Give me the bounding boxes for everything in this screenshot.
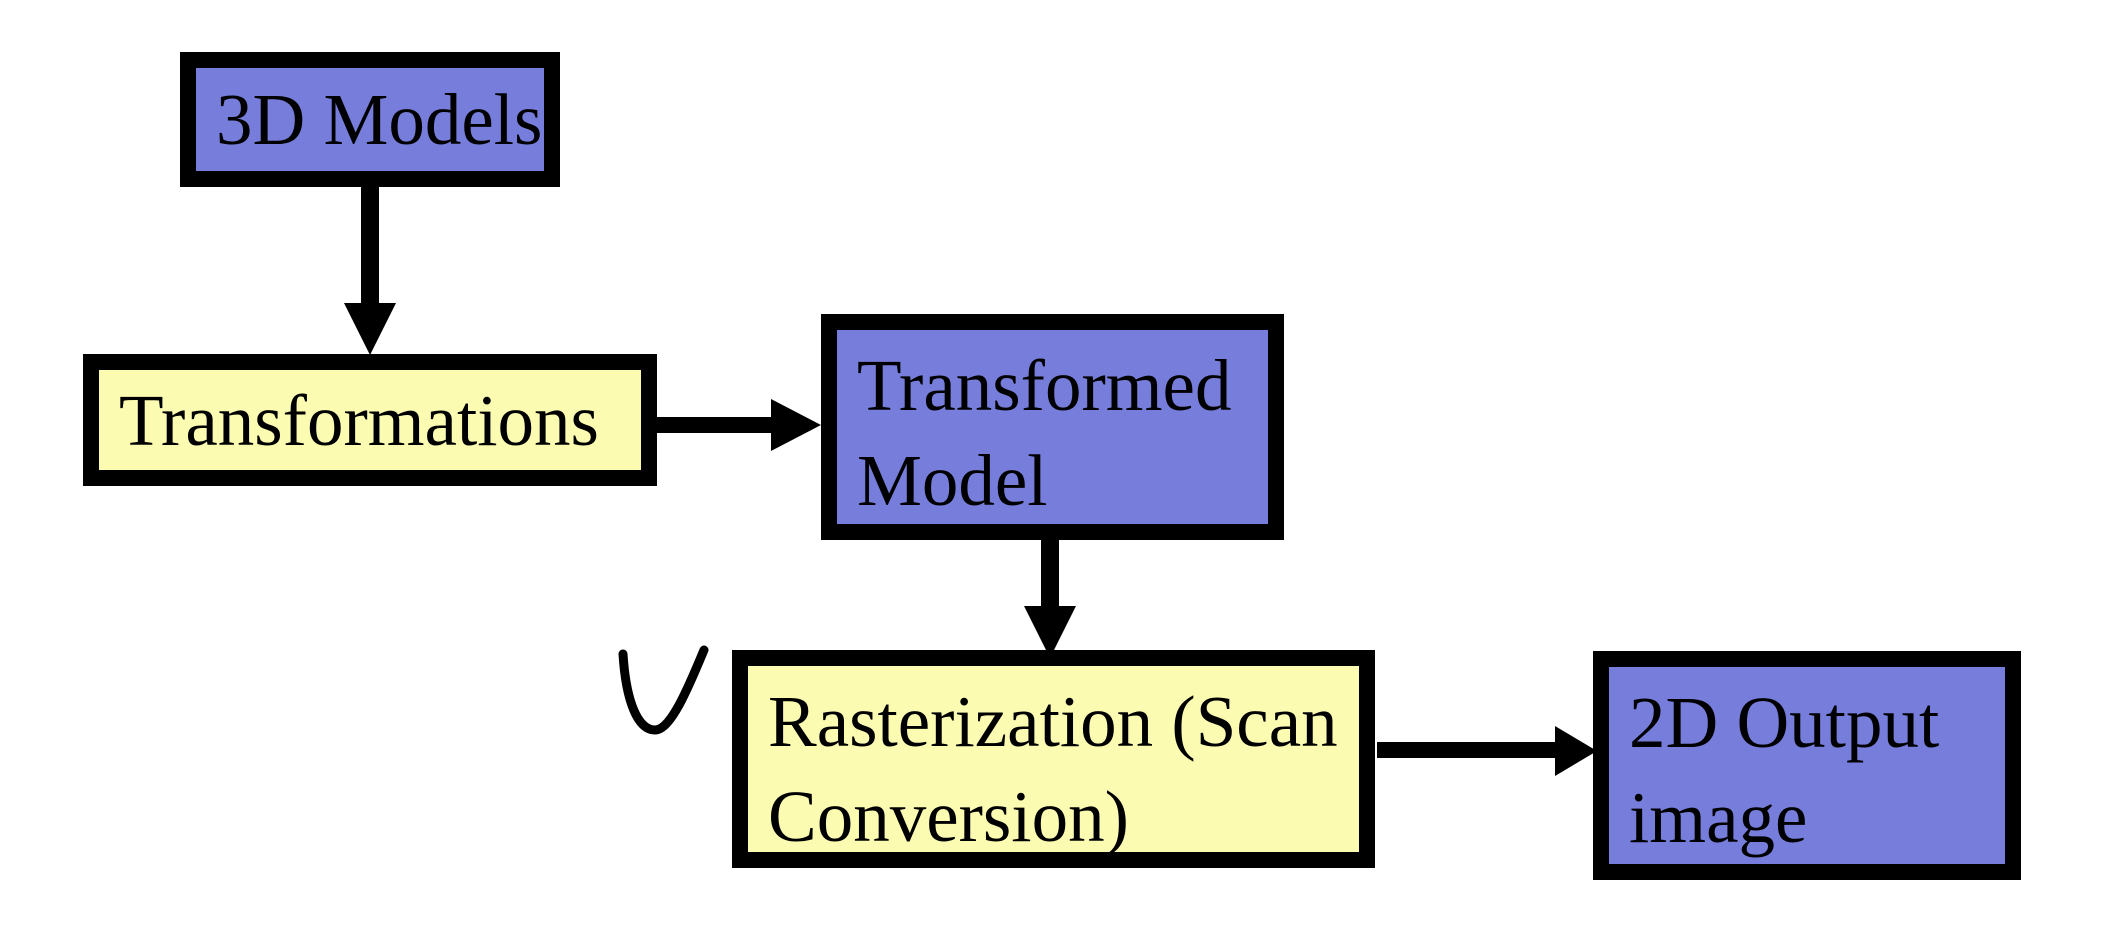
arrowhead-right-icon (771, 399, 821, 451)
node-transformed-model: Transformed Model (821, 314, 1284, 540)
arrow-3d-models-to-transformations (361, 185, 379, 305)
node-label: 2D Output image (1629, 682, 1940, 858)
u-curve-annotation (618, 645, 709, 735)
arrow-transformations-to-transformed-model (655, 417, 773, 433)
arrow-rasterization-to-2d-output-image (1377, 742, 1559, 758)
node-label: Transformed Model (857, 345, 1232, 521)
node-3d-models: 3D Models (180, 52, 560, 187)
arrow-transformed-model-to-rasterization (1041, 538, 1059, 608)
arrowhead-down-icon (1024, 606, 1076, 658)
node-label: 3D Models (216, 79, 543, 160)
node-transformations: Transformations (83, 354, 657, 486)
node-2d-output-image: 2D Output image (1593, 651, 2021, 880)
node-label: Rasterization (Scan Conversion) (768, 681, 1338, 857)
node-rasterization: Rasterization (Scan Conversion) (732, 650, 1375, 868)
arrowhead-down-icon (344, 303, 396, 355)
node-label: Transformations (119, 379, 599, 461)
arrowhead-right-icon (1555, 726, 1597, 776)
